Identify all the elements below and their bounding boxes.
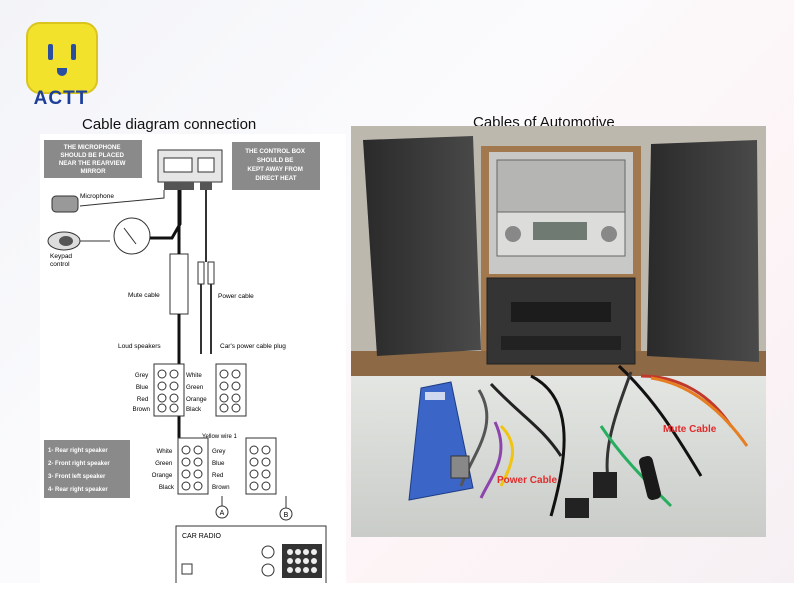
note-mic-3: NEAR THE REARVIEW [59,160,126,167]
cables-photo: Power Cable Mute Cable [351,126,766,537]
svg-text:Keypad control: Keypad control [50,253,74,268]
svg-text:Grey Blue Red Brow: Grey Blue Red Brown [132,372,150,413]
svg-text:White Green Orange: White Green Orange Black [186,372,208,413]
marker-b: B [284,512,289,519]
note-mic-2: SHOULD BE PLACED [60,152,124,159]
cable-diagram: THE MICROPHONE SHOULD BE PLACED NEAR THE… [40,134,346,584]
loud-speakers-label: Loud speakers [118,343,161,350]
note-mic-4: MIRROR [80,168,106,175]
mute-cable-label: Mute cable [128,292,160,299]
footer-band [0,583,794,595]
mute-cable-photo-label: Mute Cable [663,424,717,435]
keypad-label-2: control [50,261,70,268]
microphone-label: Microphone [80,193,114,200]
actt-logo: ACTT [18,22,104,110]
power-cable-photo-label: Power Cable [497,475,557,486]
power-plug-label: Car's power cable plug [220,343,286,350]
svg-text:Grey Blue Red Brow: Grey Blue Red Brown [212,448,230,491]
note-mic-1: THE MICROPHONE [64,144,121,151]
note-box-2: SHOULD BE [257,157,293,164]
logo-brand: ACTT [33,88,89,109]
yellow-wire-label: Yellow wire 1 [202,434,237,440]
caption-cable-diagram: Cable diagram connection [82,116,257,133]
svg-text:THE MICROPHONE SHOULD BE P: THE MICROPHONE SHOULD BE PLACED NEAR THE… [59,144,127,175]
keypad-label-1: Keypad [50,253,72,260]
plug-icon [26,22,98,94]
svg-text:White Green Orange: White Green Orange Black [152,448,175,491]
svg-text:1- Rear right speaker 2- F: 1- Rear right speaker 2- Front right spe… [48,448,111,493]
marker-a: A [220,510,225,517]
svg-text:THE CONTROL BOX SHOULD BE: THE CONTROL BOX SHOULD BE KEPT AWAY FROM… [245,148,306,182]
note-box-3: KEPT AWAY FROM [247,166,302,173]
car-radio-label: CAR RADIO [182,533,221,540]
note-box-4: DIRECT HEAT [255,175,296,182]
note-box-1: THE CONTROL BOX [245,148,306,155]
power-cable-label: Power cable [218,293,254,300]
